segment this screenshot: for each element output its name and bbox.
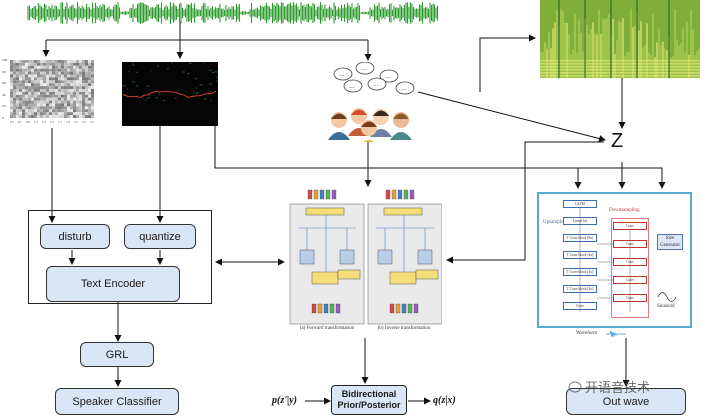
mel-xtick: 2.1 [74, 120, 78, 124]
grl-box: GRL [80, 342, 154, 367]
mel-ytick: 40 [2, 92, 6, 97]
chat-bubble-icon [568, 381, 582, 392]
sinusoid-label: Sinusoid [657, 304, 675, 309]
bidirectional-line2: Prior/Posterior [337, 400, 401, 410]
mel-xtick: 2.5 [90, 120, 94, 124]
out-wave-box: Out wave [566, 388, 686, 415]
mel-xtick: 0.9 [26, 120, 30, 124]
vocoder-block: LSTM [563, 200, 597, 208]
encoder-frame [28, 210, 212, 304]
waveform-icon [606, 330, 626, 338]
downsampling-label: Downsampling [609, 208, 640, 213]
bidirectional-box: Bidirectional Prior/Posterior [331, 385, 407, 415]
mel-xtick: 1.7 [58, 120, 62, 124]
svg-text:...: ... [349, 83, 355, 90]
mel-ytick: 80 [2, 69, 6, 74]
disturb-box: disturb [40, 224, 110, 249]
forward-caption: (a) Forward transformation [299, 326, 355, 331]
svg-text:...: ... [339, 71, 345, 78]
mel-xtick: 0.7 [18, 120, 22, 124]
arrow-z-to-flow [446, 141, 604, 264]
latent-z-label: Z [611, 130, 624, 152]
upsampling-label: Upsampling [543, 220, 568, 225]
sinusoid-icon [657, 292, 677, 302]
svg-text:...: ... [373, 81, 379, 88]
quantize-box: quantize [124, 224, 196, 249]
mel-ytick: 0 [2, 115, 4, 120]
spectrogram-image [540, 0, 700, 78]
arrow-to-spectrogram [479, 34, 536, 92]
mel-grid-image: 100 80 60 40 20 0 0.5 0.7 0.9 1.1 1.3 1.5 1.7 1.9 2.1… [2, 58, 96, 128]
pitch-plot-image [122, 62, 218, 126]
top-waveform-image [27, 2, 439, 24]
waveform-label: Waveform [576, 331, 597, 336]
watermark: 开语音技术 [568, 377, 650, 396]
watermark-text: 开语音技术 [585, 381, 651, 396]
arrow-speakers-to-z [417, 91, 606, 142]
arrow-pitch-to-vocoder [214, 125, 666, 189]
mel-xtick: 0.5 [10, 120, 14, 124]
posterior-expression: q(z|x) [433, 395, 456, 406]
mel-ytick: 100 [2, 58, 8, 62]
mel-xtick: 2.3 [82, 120, 86, 124]
mel-xtick: 1.3 [42, 120, 46, 124]
speakers-illustration: .................. [328, 62, 415, 142]
mel-xtick: 1.1 [34, 120, 38, 124]
mel-ytick: 20 [2, 104, 6, 109]
inverse-caption: (b) Inverse transformation [377, 326, 431, 331]
speaker-classifier-box: Speaker Classifier [55, 388, 179, 415]
svg-text:...: ... [361, 65, 367, 72]
mel-xtick: 1.9 [66, 120, 70, 124]
size-generator-box: Size Generator [657, 234, 683, 250]
svg-text:...: ... [385, 73, 391, 80]
bidirectional-line1: Bidirectional [341, 389, 397, 399]
mel-xtick: 1.5 [50, 120, 54, 124]
downsampling-frame [611, 218, 649, 318]
svg-text:...: ... [401, 85, 407, 92]
mel-ytick: 60 [2, 81, 6, 86]
prior-expression: p(z'|y) [272, 395, 297, 406]
vocoder-block: Conv [613, 222, 647, 230]
flow-diagram: (a) Forward transformation (b) Inverse t… [288, 188, 443, 334]
text-encoder-box: Text Encoder [46, 266, 180, 302]
